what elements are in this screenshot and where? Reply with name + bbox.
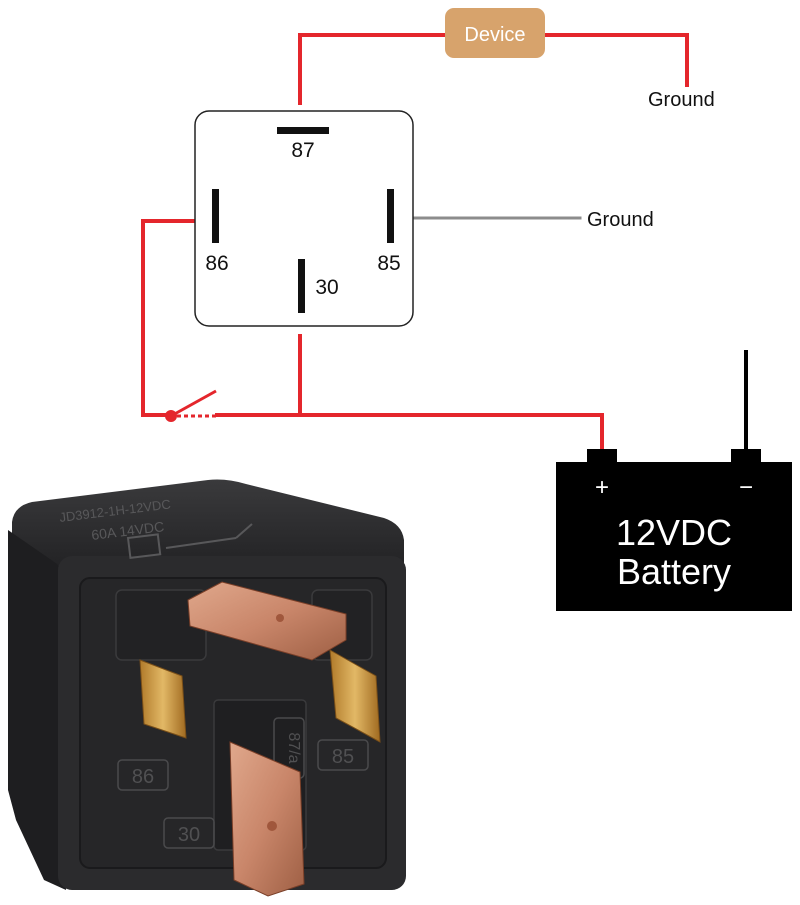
photo-pin-85-label: 85 [332, 746, 354, 768]
photo-pin-87a-label: 87/a [285, 732, 302, 763]
pin-85-label: 85 [377, 252, 400, 275]
switch [165, 389, 217, 422]
wire-device-to-ground [542, 33, 689, 87]
wire-to-battery-plus [215, 413, 604, 454]
battery: + − 12VDC Battery [556, 449, 792, 611]
battery-label-line1: 12VDC [616, 512, 732, 553]
photo-pin-86-label: 86 [132, 766, 154, 788]
battery-body [556, 462, 792, 611]
relay-symbol: 87 86 85 30 [194, 110, 414, 327]
photo-pin-30-label: 30 [178, 824, 200, 846]
battery-plus-terminal [587, 449, 617, 463]
terminal-85 [329, 649, 381, 743]
battery-plus-sign: + [595, 474, 609, 501]
device-label: Device [464, 24, 525, 46]
terminal-30 [229, 741, 305, 897]
ground-label-mid: Ground [587, 209, 654, 231]
pin-30-bar [298, 259, 305, 313]
relay-housing-side [8, 530, 66, 890]
relay-outline [194, 110, 414, 327]
terminal-87 [187, 581, 347, 661]
terminal-86 [139, 659, 187, 739]
pin-label-85-box: 85 [317, 739, 369, 771]
switch-lever [170, 389, 217, 418]
device-box: Device [445, 8, 545, 58]
ground-label-top: Ground [648, 89, 715, 111]
pin-86-label: 86 [205, 252, 228, 275]
pin-label-86-box: 86 [117, 759, 169, 791]
battery-label-line2: Battery [617, 551, 731, 592]
battery-minus-terminal [731, 449, 761, 463]
wiring [141, 33, 748, 454]
pin-87-label: 87 [291, 139, 314, 162]
pin-30-label: 30 [315, 276, 338, 299]
wire-87-to-device [298, 33, 449, 105]
pin-85-bar [387, 189, 394, 243]
battery-minus-sign: − [739, 474, 753, 501]
pin-87-bar [277, 127, 329, 134]
relay-photo: JD3912-1H-12VDC 60A 14VDC 86 87/a 85 30 [8, 479, 406, 897]
relay-housing-top [12, 479, 404, 566]
wire-86-to-switch [141, 219, 198, 417]
relay-emboss-symbol [126, 523, 253, 559]
pin-86-bar [212, 189, 219, 243]
pin-label-30-box: 30 [163, 817, 215, 849]
